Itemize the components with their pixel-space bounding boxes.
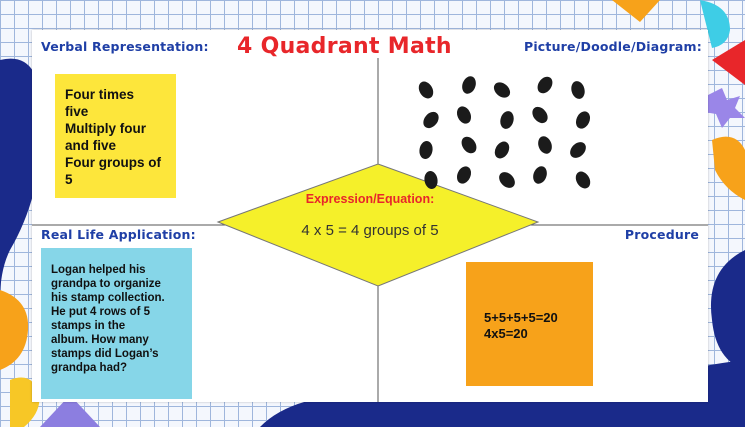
real-life-sticky-note: Logan helped his grandpa to organize his…	[41, 248, 192, 399]
stamp-doodle	[418, 81, 434, 99]
orange-shape-right	[712, 136, 745, 200]
cyan-shape-topright	[700, 0, 730, 48]
procedure-sticky-note: 5+5+5+5=20 4x5=20	[466, 262, 593, 386]
stamp-doodle	[456, 106, 472, 124]
stamp-doodle	[570, 142, 586, 158]
stamp-doodle	[500, 111, 514, 129]
stamp-doodle	[499, 172, 515, 188]
real-life-note-text: Logan helped his grandpa to organize his…	[51, 264, 165, 374]
stamp-doodle	[532, 106, 548, 124]
picture-heading: Picture/Doodle/Diagram:	[523, 39, 702, 54]
stamp-doodle	[575, 171, 591, 189]
stamp-doodle	[461, 136, 477, 154]
expression-heading: Expression/Equation:	[305, 192, 435, 206]
stamp-doodle	[419, 141, 433, 159]
procedure-heading: Procedure	[624, 227, 699, 242]
stamp-doodle	[423, 111, 439, 129]
procedure-note-text: 5+5+5+5=20 4x5=20	[484, 310, 558, 341]
stamp-doodle	[537, 76, 553, 94]
purple-shape-bottom	[40, 395, 100, 427]
stamp-doodle	[462, 76, 476, 94]
stamp-doodle	[424, 171, 438, 189]
orange-shape-topright	[612, 0, 660, 22]
equation-text: 4 x 5 = 4 groups of 5	[301, 222, 439, 239]
navy-blob-bottom	[260, 360, 745, 427]
navy-blob-left	[0, 58, 43, 301]
red-shape-right	[712, 40, 745, 85]
stamp-doodle	[533, 166, 547, 184]
purple-cross-right	[704, 88, 745, 128]
real-life-heading: Real Life Application:	[41, 227, 196, 242]
navy-blob-right	[710, 250, 745, 370]
equation-diamond	[216, 163, 540, 287]
stamp-doodle	[571, 81, 585, 99]
page-title: 4 Quadrant Math	[237, 34, 452, 59]
stamp-doodle	[538, 136, 552, 154]
verbal-heading: Verbal Representation:	[41, 39, 209, 54]
verbal-sticky-note: Four times five Multiply four and five F…	[55, 74, 176, 198]
stamp-doodle	[575, 111, 591, 129]
verbal-note-text: Four times five Multiply four and five F…	[65, 87, 161, 187]
stamp-doodle	[493, 82, 511, 98]
stamp-drawing	[418, 76, 591, 189]
math-slide: Verbal Representation: 4 Quadrant Math P…	[32, 30, 708, 402]
stamp-doodle	[456, 166, 472, 184]
quadrant-lines	[32, 58, 708, 402]
stamp-doodle	[494, 141, 510, 159]
orange-shape-left	[0, 290, 29, 370]
